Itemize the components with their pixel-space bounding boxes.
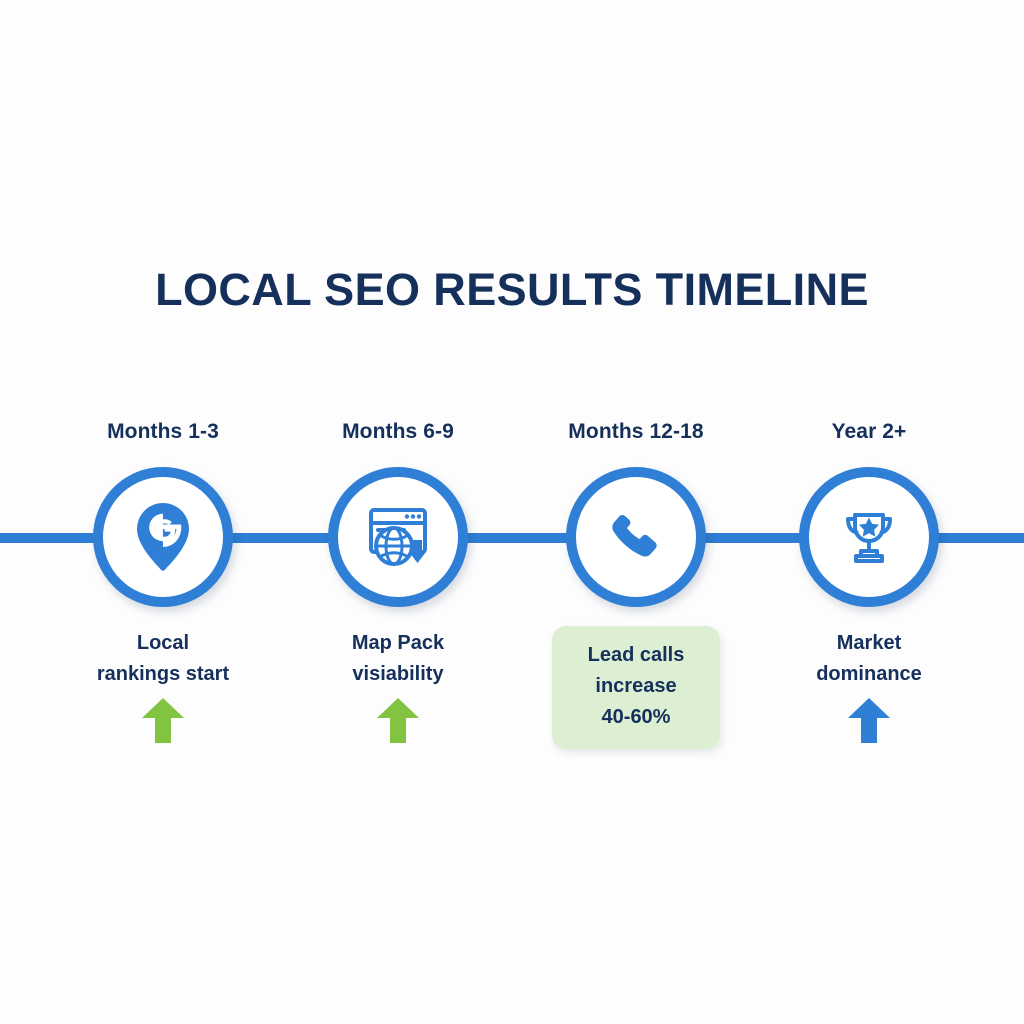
stage-2-node[interactable]: [328, 467, 468, 607]
stage-3-period-label: Months 12-18: [568, 420, 704, 443]
browser-globe-download-icon: [363, 502, 433, 572]
timeline-stage-2: Months 6-9: [278, 0, 518, 1024]
stage-1-growth-arrow: [141, 697, 185, 744]
stage-4-caption-line-2: dominance: [816, 663, 922, 685]
stage-4-node[interactable]: [799, 467, 939, 607]
stage-3-caption-line-1: Lead calls: [587, 644, 685, 666]
stage-1-caption-line-1: Local: [136, 632, 190, 654]
timeline-stage-1: Months 1-3 Local rankings start: [43, 0, 283, 1024]
stage-2-caption-line-1: Map Pack: [351, 632, 445, 654]
stage-2-period-label: Months 6-9: [342, 420, 454, 443]
stage-2-caption-line-2: visiability: [352, 663, 444, 685]
stage-3-caption-line-3: 40-60%: [601, 706, 671, 728]
up-arrow-blue-icon: [847, 697, 891, 744]
stage-2-growth-arrow: [376, 697, 420, 744]
stage-4-caption-line-1: Market: [836, 632, 902, 654]
stage-4-growth-arrow: [847, 697, 891, 744]
timeline-connector-line: [0, 533, 1024, 543]
page-title: LOCAL SEO RESULTS TIMELINE: [155, 264, 869, 315]
up-arrow-green-icon: [376, 697, 420, 744]
up-arrow-green-icon: [141, 697, 185, 744]
phone-handset-icon: [604, 505, 668, 569]
stage-1-caption: Local rankings start: [43, 628, 283, 690]
stage-2-caption: Map Pack visiability: [278, 628, 518, 690]
stage-3-caption-line-2: increase: [595, 675, 677, 697]
timeline-stage-4: Year 2+ Market dominance: [749, 0, 989, 1024]
stage-3-node[interactable]: [566, 467, 706, 607]
stage-1-caption-line-2: rankings start: [96, 663, 230, 685]
stage-1-node[interactable]: [93, 467, 233, 607]
timeline-stage-3: Months 12-18 Lead calls increase 40-60%: [516, 0, 756, 1024]
stage-4-caption: Market dominance: [749, 628, 989, 690]
trophy-star-icon: [837, 505, 901, 569]
stage-4-period-label: Year 2+: [831, 420, 907, 443]
google-map-pin-icon: [131, 501, 195, 573]
stage-1-period-label: Months 1-3: [107, 420, 219, 443]
stage-3-caption-highlight-box: Lead calls increase 40-60%: [552, 626, 720, 749]
